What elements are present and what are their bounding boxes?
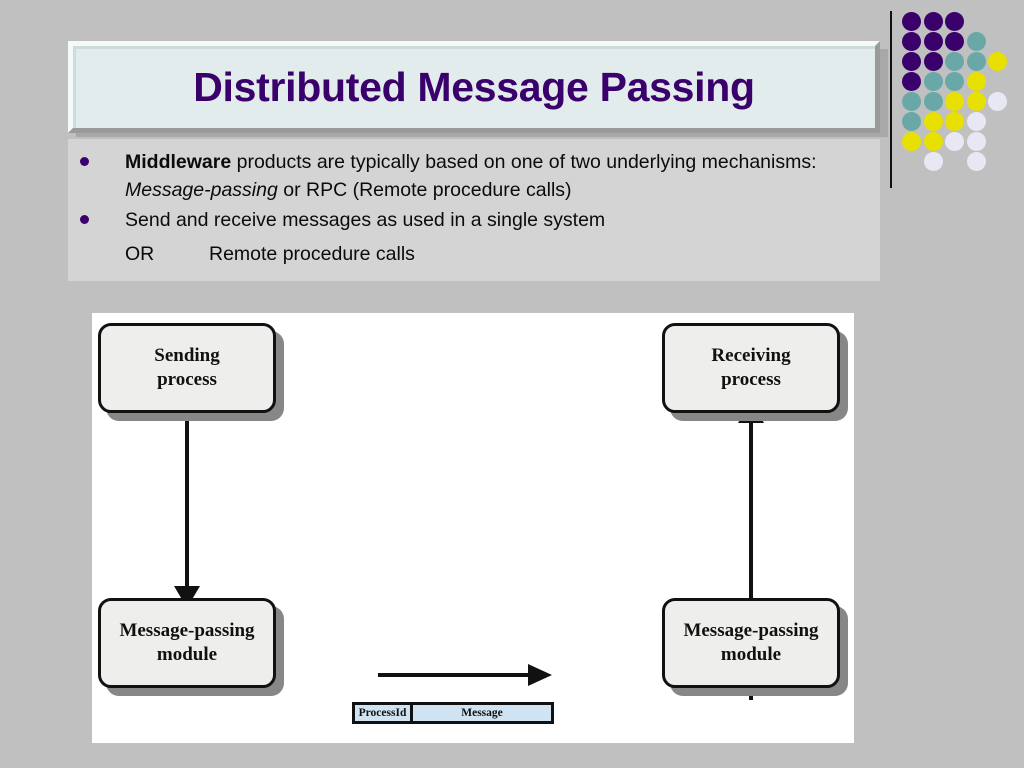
decorative-dot <box>902 132 921 151</box>
bullet-1-segment-1: products are typically based on one of t… <box>231 151 817 173</box>
sending-process-line2: process <box>157 369 217 390</box>
decorative-dot <box>945 32 964 51</box>
decorative-dot <box>923 92 943 111</box>
decorative-dot <box>945 12 964 31</box>
bullet-1-segment-2: Message-passing <box>125 179 278 202</box>
decorative-dot <box>945 92 964 111</box>
decorative-dot <box>902 112 921 131</box>
bullet-text-2: Send and receive messages as used in a s… <box>125 209 606 231</box>
decorative-dot <box>945 132 964 151</box>
mpm-right-line1: Message-passing <box>683 620 819 642</box>
decorative-dot <box>966 52 986 71</box>
decorative-dot <box>902 72 921 91</box>
mpm-right-line2: module <box>720 644 782 665</box>
mpm-left-line2: module <box>156 644 218 665</box>
bullet-marker-icon <box>80 215 89 224</box>
title-plate: Distributed Message Passing <box>68 41 880 133</box>
packet-field-processid: ProcessId <box>355 705 413 721</box>
decorative-dot <box>902 52 921 71</box>
sending-process-line1: Sending <box>154 345 220 367</box>
decorative-dot <box>966 152 986 171</box>
decorative-dot <box>945 52 964 71</box>
decorative-dot <box>945 72 964 91</box>
sending-process-box[interactable]: Sending process <box>98 323 276 413</box>
decorative-dot <box>902 32 921 51</box>
receiving-process-line2: process <box>721 369 781 390</box>
decorative-dot <box>923 132 943 151</box>
decorative-dot <box>966 92 986 111</box>
title-plate-shadow-right <box>880 49 888 137</box>
decorative-dot <box>966 112 986 131</box>
decorative-dot <box>966 132 986 151</box>
decorative-dot <box>945 112 964 131</box>
decorative-dot <box>966 72 986 91</box>
message-transfer-arrow-head-icon <box>528 664 552 686</box>
message-passing-module-right-box[interactable]: Message-passing module <box>662 598 840 688</box>
bullet-text-1: Middleware products are typically based … <box>125 148 870 204</box>
bullet-item-2: Send and receive messages as used in a s… <box>80 206 870 234</box>
packet-field-message: Message <box>413 705 551 721</box>
or-label: OR <box>125 243 155 265</box>
bullet-item-3: OR Remote procedure calls <box>125 240 865 268</box>
bullet-3-segment-0: Remote procedure calls <box>209 243 415 265</box>
receiving-process-box[interactable]: Receiving process <box>662 323 840 413</box>
arrow-down-shaft <box>185 413 189 595</box>
bullet-1-segment-0: Middleware <box>125 151 232 173</box>
decorative-dot <box>966 32 986 51</box>
decorative-dot <box>923 112 943 131</box>
message-passing-module-left-box[interactable]: Message-passing module <box>98 598 276 688</box>
decorative-dot <box>923 52 943 71</box>
decorative-dot <box>902 12 921 31</box>
bullet-text-3: OR Remote procedure calls <box>125 240 415 268</box>
decorative-dot <box>988 92 1007 111</box>
diagram-panel: Sending process Receiving process Messag… <box>92 313 854 743</box>
decorative-divider <box>890 11 892 188</box>
bullet-item-1: Middleware products are typically based … <box>80 148 870 204</box>
message-packet: ProcessId Message <box>352 702 554 724</box>
decorative-dot <box>988 52 1007 71</box>
mpm-left-line1: Message-passing <box>119 620 255 642</box>
bullet-1-segment-3: or RPC (Remote procedure calls) <box>277 179 572 202</box>
decorative-dot <box>923 72 943 91</box>
decorative-dot <box>923 152 943 171</box>
receiving-process-line1: Receiving <box>711 345 791 367</box>
message-transfer-arrow-shaft <box>378 673 530 677</box>
decorative-dot-grid <box>902 12 1014 172</box>
bullet-marker-icon <box>80 157 89 166</box>
arrow-up-shaft <box>749 419 753 700</box>
decorative-dot <box>902 92 921 111</box>
page-title: Distributed Message Passing <box>193 63 755 110</box>
decorative-dot <box>923 12 943 31</box>
content-panel: Middleware products are typically based … <box>68 139 880 281</box>
decorative-dot <box>923 32 943 51</box>
